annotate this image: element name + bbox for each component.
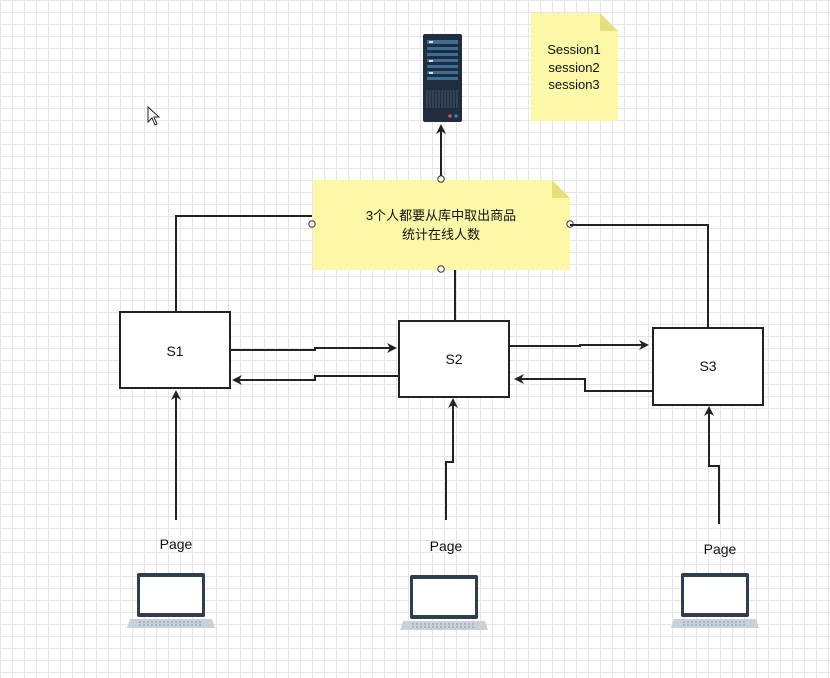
laptop-icon bbox=[127, 573, 215, 628]
server-label-s3: S3 bbox=[699, 358, 716, 374]
sessions-note-line-1: Session1 bbox=[547, 42, 600, 57]
main-note-line-1: 3个人都要从库中取出商品 bbox=[366, 208, 516, 223]
sessions-note-line-3: session3 bbox=[548, 77, 599, 92]
sessions-note[interactable]: Session1 session2 session3 bbox=[531, 13, 618, 121]
line-s3-to-note[interactable] bbox=[570, 224, 709, 328]
server-box-s3[interactable]: S3 bbox=[652, 327, 764, 406]
page-label-1: Page bbox=[160, 536, 193, 552]
page-label-3: Page bbox=[704, 541, 737, 557]
server-box-s2[interactable]: S2 bbox=[398, 320, 510, 398]
arrow-s2-to-s3[interactable] bbox=[510, 340, 649, 350]
line-s1-to-note[interactable] bbox=[175, 215, 312, 312]
main-note-line-2: 统计在线人数 bbox=[402, 227, 480, 242]
laptop-icon bbox=[671, 573, 759, 628]
main-note[interactable]: 3个人都要从库中取出商品 统计在线人数 bbox=[308, 175, 574, 273]
arrow-page3-to-s3[interactable] bbox=[704, 406, 720, 524]
note-connection-point-top[interactable] bbox=[437, 175, 445, 183]
server-box-s1[interactable]: S1 bbox=[119, 311, 231, 389]
arrow-page2-to-s2[interactable] bbox=[445, 398, 458, 520]
page-label-2: Page bbox=[430, 538, 463, 554]
sessions-note-line-2: session2 bbox=[548, 60, 599, 75]
server-rack-icon bbox=[423, 34, 462, 122]
arrow-s3-to-s2[interactable] bbox=[514, 374, 653, 392]
arrow-s2-to-s1[interactable] bbox=[232, 375, 399, 385]
arrow-s1-to-s2[interactable] bbox=[231, 343, 397, 353]
laptop-icon bbox=[400, 575, 488, 630]
server-label-s1: S1 bbox=[166, 343, 183, 359]
mouse-pointer-icon bbox=[147, 105, 161, 126]
server-label-s2: S2 bbox=[445, 351, 462, 367]
note-connection-point-left[interactable] bbox=[308, 220, 316, 228]
note-connection-point-bottom[interactable] bbox=[437, 265, 445, 273]
